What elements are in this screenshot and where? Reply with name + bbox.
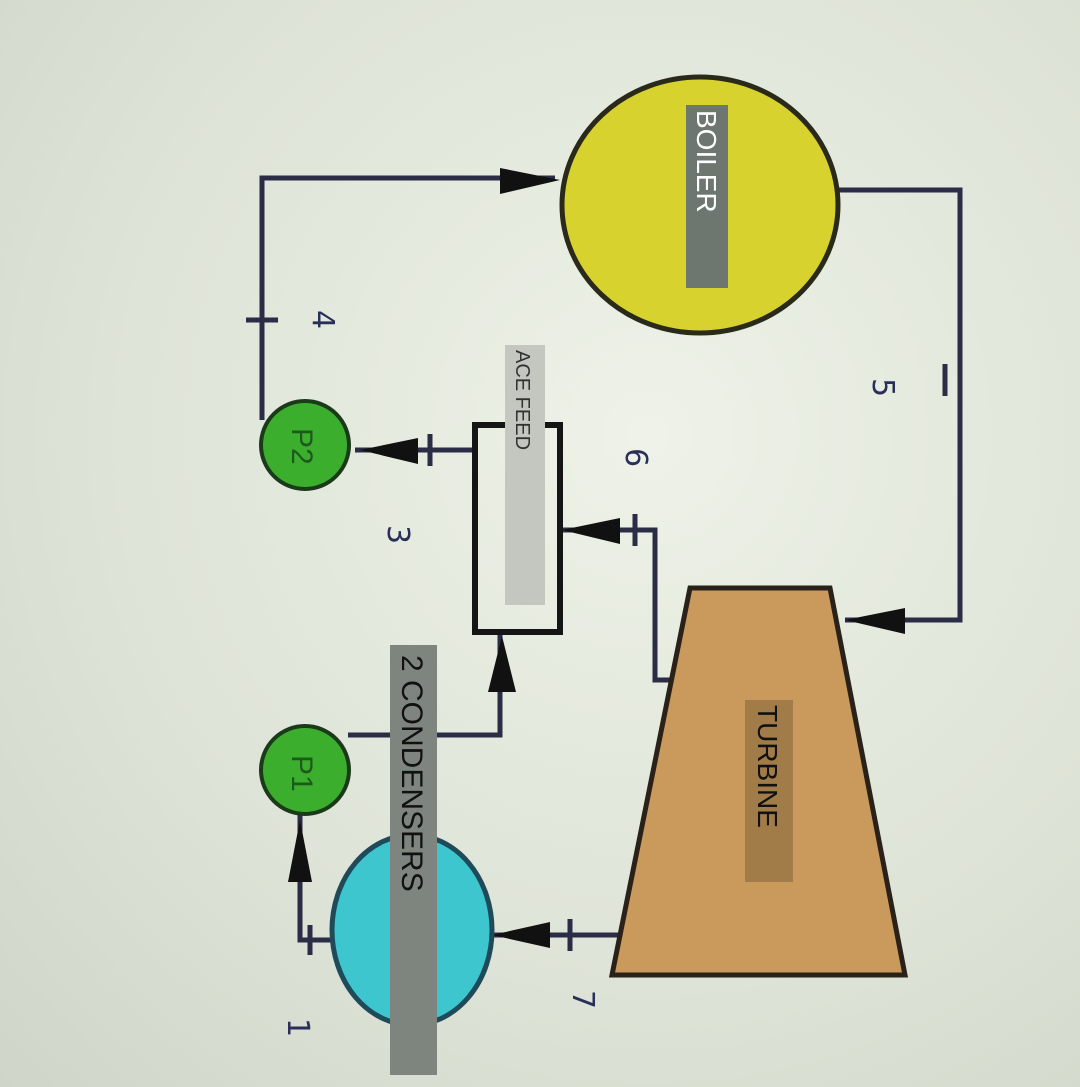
pump-p1-label: P1 (285, 755, 318, 792)
boiler-label: BOILER (691, 110, 722, 213)
state-label-7: 7 (565, 990, 600, 1009)
feed-heater-label: ACE FEED (511, 350, 533, 450)
arrow-into-turbine (845, 608, 905, 634)
arrow-into-boiler (500, 168, 560, 194)
pipe-6 (562, 527, 672, 683)
arrow-into-condenser (492, 922, 550, 948)
turbine-label: TURBINE (752, 705, 783, 828)
pipe-4 (259, 175, 555, 420)
pipe-5 (838, 187, 963, 623)
arrow-into-p1 (288, 820, 312, 882)
state-label-5: 5 (865, 378, 900, 397)
state-label-6: 6 (618, 448, 653, 467)
state-label-1: 1 (280, 1018, 315, 1037)
state-label-3: 3 (380, 525, 415, 544)
arrow-into-p2 (360, 438, 418, 464)
pump-p2 (259, 399, 351, 491)
pump-p1 (259, 724, 351, 816)
arrow-into-heater-bottom (488, 636, 516, 692)
condenser-label: 2 CONDENSERS (395, 655, 428, 892)
state-label-4: 4 (305, 310, 340, 329)
arrow-into-heater (562, 518, 620, 544)
pump-p2-label: P2 (285, 428, 318, 465)
